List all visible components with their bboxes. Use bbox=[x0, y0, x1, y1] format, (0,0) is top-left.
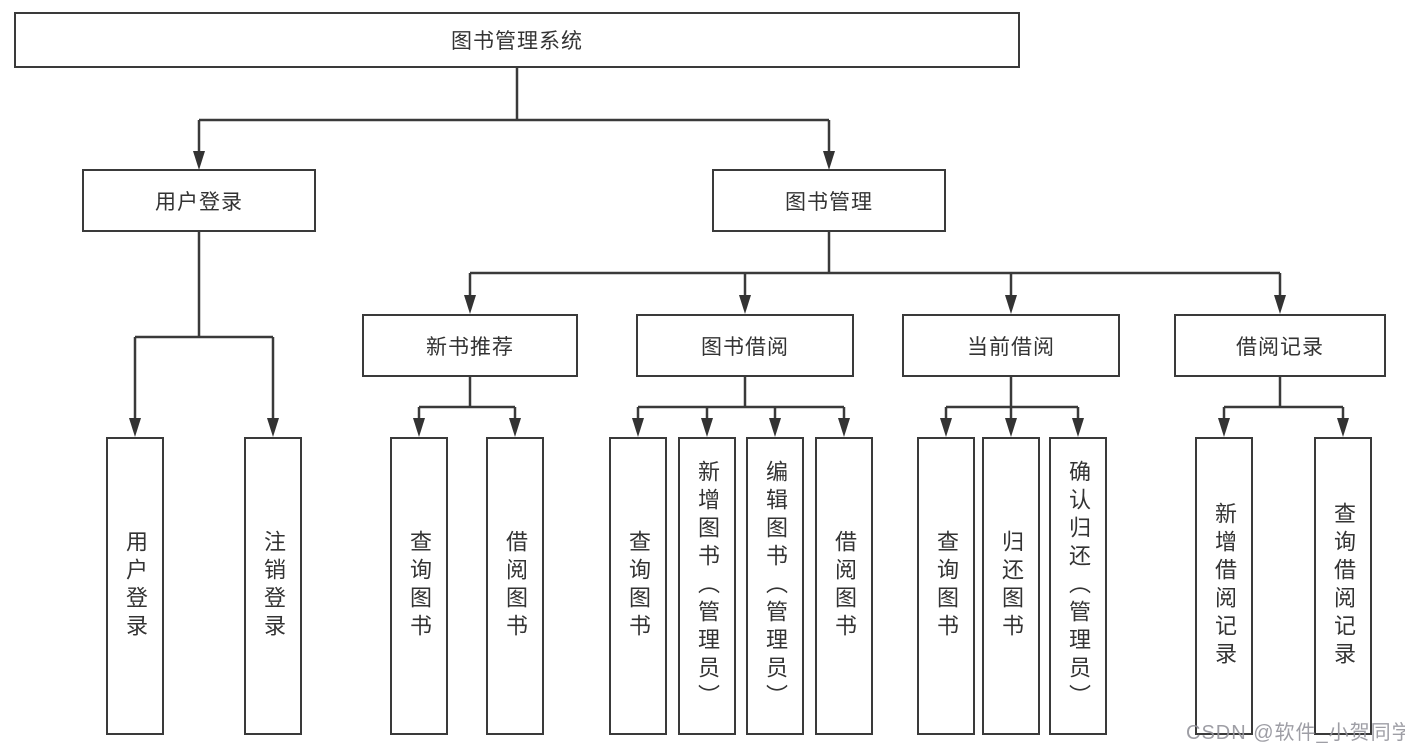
node-current-borrowing: 当前借阅 bbox=[902, 314, 1120, 377]
node-query-borrow-record: 查询借阅记录 bbox=[1314, 437, 1372, 735]
node-root-system: 图书管理系统 bbox=[14, 12, 1020, 68]
node-book-borrowing: 图书借阅 bbox=[636, 314, 854, 377]
node-query-books-current: 查询图书 bbox=[917, 437, 975, 735]
node-borrowing-records: 借阅记录 bbox=[1174, 314, 1386, 377]
node-new-book-recommend: 新书推荐 bbox=[362, 314, 578, 377]
node-return-books: 归还图书 bbox=[982, 437, 1040, 735]
node-user-login-branch: 用户登录 bbox=[82, 169, 316, 232]
node-borrow-books-recommend: 借阅图书 bbox=[486, 437, 544, 735]
node-query-books-borrowing: 查询图书 bbox=[609, 437, 667, 735]
node-user-login-leaf: 用户登录 bbox=[106, 437, 164, 735]
node-add-books-admin: 新增图书（管理员） bbox=[678, 437, 736, 735]
node-borrow-books-borrowing: 借阅图书 bbox=[815, 437, 873, 735]
csdn-watermark: CSDN @软件_小贺同学 bbox=[1186, 722, 1405, 744]
node-edit-books-admin: 编辑图书（管理员） bbox=[746, 437, 804, 735]
node-query-books-recommend: 查询图书 bbox=[390, 437, 448, 735]
node-add-borrow-record: 新增借阅记录 bbox=[1195, 437, 1253, 735]
node-logout-leaf: 注销登录 bbox=[244, 437, 302, 735]
node-confirm-return-admin: 确认归还（管理员） bbox=[1049, 437, 1107, 735]
node-book-management: 图书管理 bbox=[712, 169, 946, 232]
